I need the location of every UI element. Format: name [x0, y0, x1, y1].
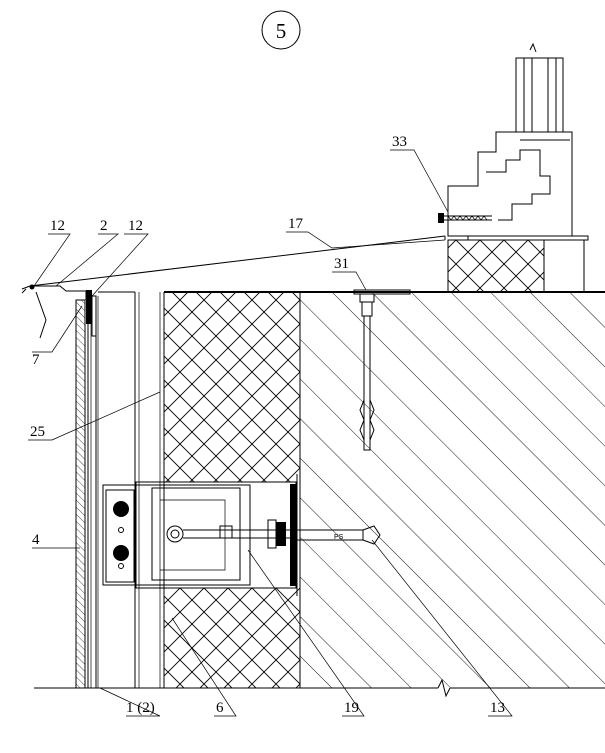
- callout-labels: 12 2 12 7 17 31 33 25 4 1 (2) 6 19 13: [30, 134, 505, 716]
- label-4: 4: [32, 532, 40, 548]
- label-25: 25: [30, 424, 45, 440]
- screw-33: [438, 213, 492, 223]
- bracket-assembly: [102, 474, 298, 596]
- detail-number: 5: [261, 10, 301, 50]
- anchor-31: [353, 289, 411, 451]
- label-19: 19: [344, 700, 359, 716]
- label-33: 33: [392, 134, 407, 150]
- label-17: 17: [288, 216, 304, 232]
- insulation-layer: [159, 291, 300, 688]
- label-1-2: 1 (2): [126, 700, 155, 716]
- svg-text:5: 5: [276, 19, 287, 43]
- window-sill: [447, 235, 589, 293]
- svg-text:PS: PS: [334, 534, 344, 541]
- label-31: 31: [334, 256, 349, 272]
- label-2: 2: [100, 218, 108, 234]
- top-flashing: [21, 235, 446, 339]
- label-12-right: 12: [128, 218, 143, 234]
- concrete-wall: [299, 291, 605, 688]
- label-6: 6: [216, 700, 224, 716]
- base-line: [34, 678, 605, 698]
- window-frame: [447, 42, 573, 237]
- leaders: [28, 149, 513, 717]
- facade-panel: [75, 291, 140, 689]
- label-12-left: 12: [50, 218, 65, 234]
- label-7: 7: [32, 352, 40, 368]
- fixing-bolt-13: PS: [296, 525, 381, 545]
- label-13: 13: [490, 700, 505, 716]
